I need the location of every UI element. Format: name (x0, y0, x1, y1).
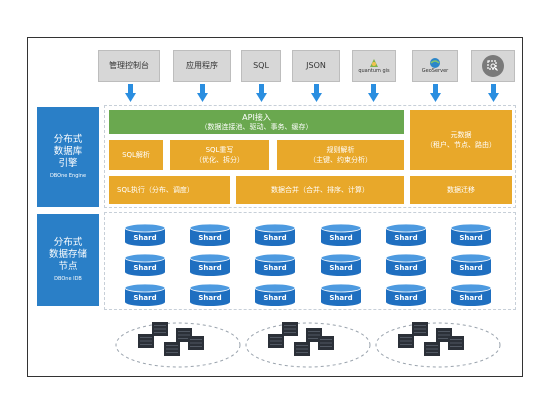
svg-text:Shard: Shard (198, 264, 221, 272)
sql-rewrite-detail: （优化、拆分） (195, 156, 244, 164)
svg-text:Shard: Shard (394, 234, 417, 242)
data-merge-label: 数据合并（合并、排序、计算） (271, 186, 369, 194)
storage-container (104, 212, 516, 310)
shard-node: Shard (320, 253, 362, 276)
rule-parse-block: 规则解析 （主键、约束分析） (277, 140, 404, 170)
shard-node: Shard (124, 223, 166, 246)
svg-text:Shard: Shard (329, 234, 352, 242)
shard-node: Shard (450, 253, 492, 276)
client-sql: SQL (241, 50, 281, 82)
shard-node: Shard (385, 253, 427, 276)
down-arrow-icon (197, 84, 208, 102)
shard-node: Shard (124, 283, 166, 306)
svg-text:Shard: Shard (133, 294, 156, 302)
svg-text:Shard: Shard (394, 264, 417, 272)
api-detail: （数据连接池、驱动、事务、缓存） (200, 123, 313, 131)
engine-container (104, 105, 516, 208)
data-migrate-label: 数据迁移 (447, 186, 475, 194)
svg-text:Shard: Shard (133, 264, 156, 272)
engine-label-block: 分布式 数据库 引擎 DBOne Engine (37, 107, 99, 207)
svg-text:Shard: Shard (459, 264, 482, 272)
sql-exec-block: SQL执行（分布、调度） (109, 176, 230, 204)
client-application: 应用程序 (173, 50, 231, 82)
shard-node: Shard (385, 283, 427, 306)
engine-subtitle: DBOne Engine (49, 173, 87, 179)
down-arrow-icon (311, 84, 322, 102)
shard-node: Shard (254, 283, 296, 306)
engine-title-line: 引擎 (58, 158, 78, 169)
sql-parse-block: SQL解析 (109, 140, 163, 170)
client-admin-console: 管理控制台 (98, 50, 160, 82)
metadata-detail: （租户、节点、路由） (426, 141, 496, 149)
storage-title-line: 数据存储 (48, 249, 87, 260)
svg-text:Shard: Shard (329, 264, 352, 272)
client-label: quantum gis (358, 68, 390, 75)
client-json: JSON (292, 50, 340, 82)
api-access-block: API接入 （数据连接池、驱动、事务、缓存） (109, 110, 404, 134)
shard-node: Shard (124, 253, 166, 276)
shard-node: Shard (320, 223, 362, 246)
metadata-title: 元数据 (450, 131, 472, 139)
svg-text:Shard: Shard (394, 294, 417, 302)
client-qgis: quantum gis (352, 50, 396, 82)
storage-title-line: 节点 (58, 261, 78, 272)
svg-text:Shard: Shard (329, 294, 352, 302)
client-label: 管理控制台 (109, 60, 149, 70)
sql-parse-label: SQL解析 (122, 151, 150, 159)
shard-node: Shard (189, 223, 231, 246)
svg-text:Shard: Shard (198, 234, 221, 242)
down-arrow-icon (430, 84, 441, 102)
shard-node: Shard (254, 223, 296, 246)
sql-exec-label: SQL执行（分布、调度） (117, 186, 194, 194)
down-arrow-icon (256, 84, 267, 102)
shard-node: Shard (320, 283, 362, 306)
storage-label-block: 分布式 数据存储 节点 DBOne IDB (37, 214, 99, 306)
engine-title-line: 分布式 (53, 134, 83, 145)
sql-rewrite-block: SQL重写 （优化、拆分） (170, 140, 269, 170)
geoserver-logo-icon (430, 58, 440, 69)
storage-title-line: 分布式 (53, 237, 83, 248)
client-geoserver: GeoServer (412, 50, 458, 82)
rule-parse-detail: （主键、约束分析） (309, 156, 372, 164)
shard-node: Shard (189, 283, 231, 306)
shard-node: Shard (450, 223, 492, 246)
server-clusters (115, 322, 501, 368)
client-label: JSON (306, 60, 326, 70)
svg-text:Shard: Shard (198, 294, 221, 302)
svg-text:Shard: Shard (459, 234, 482, 242)
qgis-logo-icon (370, 59, 378, 68)
svg-text:Shard: Shard (263, 264, 286, 272)
data-merge-block: 数据合并（合并、排序、计算） (236, 176, 404, 204)
svg-text:Shard: Shard (133, 234, 156, 242)
client-label: GeoServer (421, 68, 449, 75)
storage-subtitle: DBOne IDB (54, 276, 82, 282)
search-screenshot-icon[interactable] (482, 55, 504, 77)
down-arrow-icon (488, 84, 499, 102)
rule-parse-title: 规则解析 (326, 146, 355, 154)
shard-node: Shard (450, 283, 492, 306)
shard-node: Shard (385, 223, 427, 246)
down-arrow-icon (368, 84, 379, 102)
client-label: SQL (253, 60, 269, 70)
data-migrate-block: 数据迁移 (410, 176, 512, 204)
sql-rewrite-title: SQL重写 (205, 146, 234, 154)
client-other (471, 50, 515, 82)
metadata-block: 元数据 （租户、节点、路由） (410, 110, 512, 170)
svg-text:Shard: Shard (459, 294, 482, 302)
down-arrow-icon (125, 84, 136, 102)
client-label: 应用程序 (186, 60, 218, 70)
shard-node: Shard (189, 253, 231, 276)
api-title: API接入 (242, 113, 271, 122)
svg-text:Shard: Shard (263, 234, 286, 242)
svg-text:Shard: Shard (263, 294, 286, 302)
shard-node: Shard (254, 253, 296, 276)
engine-title-line: 数据库 (53, 146, 83, 157)
